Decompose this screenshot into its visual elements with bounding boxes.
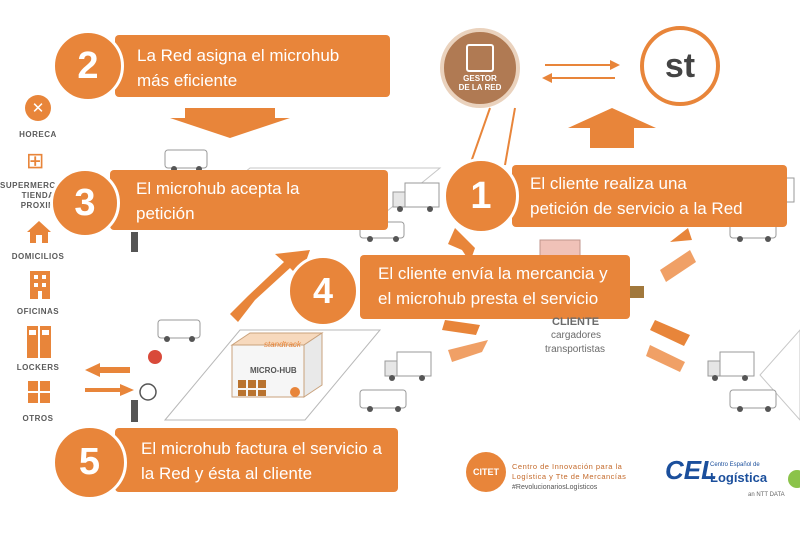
microhub-brand: standtrack — [264, 340, 301, 349]
client-arrow-ne — [670, 228, 692, 242]
citet-line1: Centro de Innovación para la — [512, 462, 623, 471]
sidebar-label-domicilios: DOMICILIOS — [11, 252, 65, 261]
step-2-line2: más eficiente — [137, 71, 238, 90]
step-5-number: 5 — [78, 441, 101, 483]
courier — [131, 400, 138, 422]
right-platform — [759, 329, 800, 421]
microhub-container-side — [303, 332, 323, 398]
step-3-box: El microhub acepta la petición — [110, 170, 388, 230]
arrowhead — [610, 60, 620, 70]
fork-knife-icon: ✕ — [25, 95, 51, 121]
truck-top — [392, 182, 440, 212]
arrowhead — [542, 73, 552, 83]
step-4-box: El cliente envía la mercancia y el micro… — [360, 255, 630, 319]
step-1-line2: petición de servicio a la Red — [530, 199, 743, 218]
truck-right — [707, 351, 755, 381]
citet-logo: CITET — [466, 452, 506, 492]
sidebar-label-lockers: LOCKERS — [16, 363, 60, 372]
van-left — [157, 319, 201, 342]
sidebar-label-otros: OTROS — [22, 414, 54, 423]
up-arrow — [568, 108, 656, 148]
diagonal-arrow — [230, 250, 310, 322]
house-icon — [26, 220, 52, 244]
step-4-number: 4 — [312, 270, 334, 311]
client-arrow-nw — [448, 228, 475, 262]
citet-tag: #RevolucionariosLogísticos — [512, 484, 598, 491]
cel-line1: Centro Español de — [710, 462, 760, 468]
step-2-line1: La Red asigna el microhub — [137, 46, 340, 65]
office-building-icon — [28, 270, 52, 300]
van-top-left — [164, 149, 208, 172]
client-arrow-w — [442, 320, 480, 335]
step-3-line1: El microhub acepta la — [136, 179, 300, 198]
step-2-box: La Red asigna el microhub más eficiente — [115, 35, 390, 97]
microhub-label: MICRO-HUB — [250, 366, 297, 375]
thin-line-2 — [504, 107, 516, 166]
cel-line2: Logística — [710, 470, 768, 485]
gestor-logo: GESTOR DE LA RED — [440, 28, 520, 108]
courier-top — [131, 232, 138, 252]
ntt-mark — [788, 470, 800, 488]
step-2-number: 2 — [77, 44, 99, 87]
scooter-rider — [148, 350, 162, 364]
step-5-circle: 5 — [52, 425, 127, 500]
st-logo-text: st — [664, 46, 696, 85]
sidebar-label-supermercado: SUPERMERCADO — [0, 181, 75, 190]
gestor-line1: GESTOR — [463, 74, 497, 83]
step-4-line2: el microhub presta el servicio — [378, 289, 599, 308]
client-arrow-se — [650, 320, 690, 346]
ntt-text: an NTT DATA — [748, 492, 785, 498]
st-logo: st — [640, 26, 720, 106]
client-line1: cargadores — [551, 330, 602, 341]
step-4-circle: 4 — [287, 255, 359, 327]
shopping-cart-icon: ⊞ — [26, 148, 45, 173]
cyclist — [139, 383, 157, 401]
step-1-box: El cliente realiza una petición de servi… — [512, 165, 787, 227]
step-5-box: El microhub factura el servicio a la Red… — [115, 428, 398, 492]
van-bottom — [359, 389, 407, 412]
chip-icon — [466, 44, 494, 72]
client-arrow-se2 — [646, 345, 685, 372]
step-1-circle: 1 — [443, 158, 519, 234]
client-title: CLIENTE — [552, 316, 600, 328]
sidebar-label-horeca: HORECA — [19, 130, 57, 139]
step-4-line1: El cliente envía la mercancia y — [378, 264, 608, 283]
cel-mark: CEL — [665, 455, 717, 485]
step-5-line1: El microhub factura el servicio a — [141, 439, 382, 458]
citet-mark: CITET — [473, 467, 499, 477]
step-3-circle: 3 — [50, 168, 120, 238]
left-arrow-top — [85, 363, 130, 377]
sidebar-label-oficinas: OFICINAS — [16, 307, 60, 316]
charging-station — [290, 387, 300, 397]
step-1-line1: El cliente realiza una — [530, 174, 687, 193]
gestor-line2: DE LA RED — [458, 83, 502, 92]
grid-icon — [27, 380, 51, 404]
van-right-bottom — [729, 389, 777, 412]
step-3-line2: petición — [136, 204, 195, 223]
client-box — [630, 286, 644, 298]
step-1-number: 1 — [470, 174, 492, 217]
sidebar-label-proxim: PROXIM — [20, 201, 56, 210]
client-arrow-sw — [448, 340, 488, 362]
sidebar-label-tienda: TIENDA — [21, 191, 55, 200]
left-arrow-bottom — [85, 384, 134, 396]
locker-icon — [26, 325, 52, 359]
client-arrow-e — [660, 250, 696, 282]
step-3-number: 3 — [74, 181, 96, 224]
client-line2: transportistas — [545, 344, 606, 355]
thin-line-1 — [469, 107, 491, 166]
citet-line2: Logística y Tte de Mercancías — [512, 472, 627, 481]
down-arrow — [170, 108, 290, 138]
step-2-circle: 2 — [52, 30, 124, 102]
microhub-platform — [163, 329, 382, 421]
step-5-line2: la Red y ésta al cliente — [141, 464, 313, 483]
locker-grid — [238, 380, 266, 396]
truck-bottom — [384, 351, 432, 381]
